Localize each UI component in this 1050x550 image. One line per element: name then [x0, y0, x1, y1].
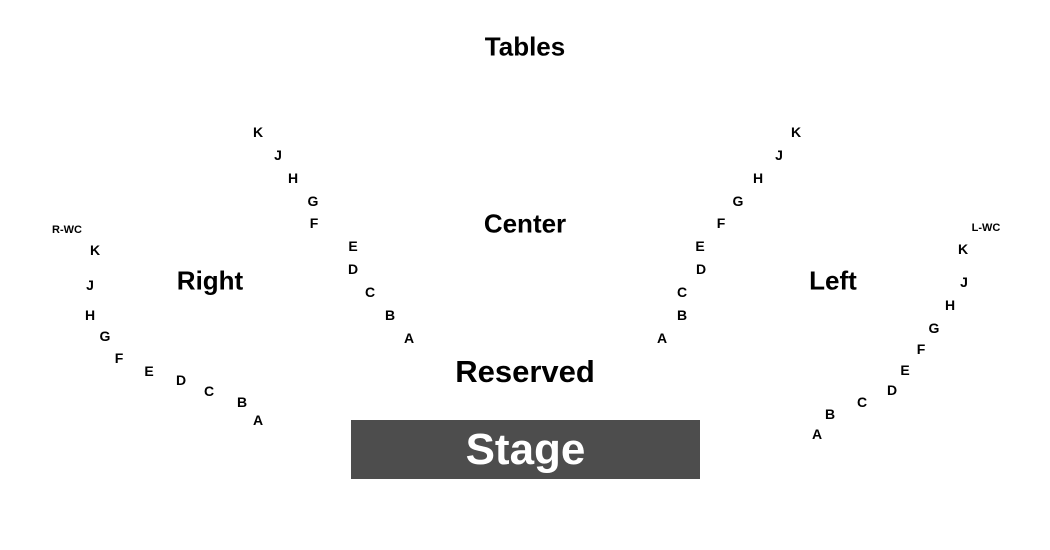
row-label-left[interactable]: C	[856, 394, 868, 410]
row-label-center-right[interactable]: D	[347, 261, 359, 277]
row-label-center-left[interactable]: K	[790, 124, 802, 140]
row-label-right[interactable]: F	[114, 350, 124, 366]
row-label-right[interactable]: G	[99, 328, 111, 344]
row-label-left[interactable]: B	[824, 406, 836, 422]
wheelchair-right-label[interactable]: R-WC	[52, 224, 82, 236]
row-label-center-right[interactable]: H	[287, 170, 299, 186]
row-label-left[interactable]: D	[886, 382, 898, 398]
row-label-center-right[interactable]: K	[252, 124, 264, 140]
row-label-right[interactable]: A	[252, 412, 264, 428]
stage-label: Stage	[465, 424, 586, 474]
row-label-right[interactable]: C	[203, 383, 215, 399]
row-label-center-right[interactable]: G	[307, 193, 319, 209]
row-label-center-left[interactable]: J	[775, 147, 783, 163]
section-left[interactable]: Left	[809, 265, 857, 296]
row-label-center-left[interactable]: E	[695, 238, 705, 254]
row-label-left[interactable]: A	[811, 426, 823, 442]
row-label-center-left[interactable]: D	[695, 261, 707, 277]
row-label-center-left[interactable]: H	[752, 170, 764, 186]
row-label-left[interactable]: G	[928, 320, 940, 336]
row-label-left[interactable]: F	[916, 341, 926, 357]
row-label-center-left[interactable]: B	[676, 307, 688, 323]
row-label-left[interactable]: K	[957, 241, 969, 257]
row-label-center-right[interactable]: J	[274, 147, 282, 163]
stage: Stage	[351, 420, 700, 479]
row-label-center-right[interactable]: F	[309, 215, 319, 231]
row-label-center-right[interactable]: A	[403, 330, 415, 346]
row-label-center-right[interactable]: C	[364, 284, 376, 300]
row-label-center-right[interactable]: B	[384, 307, 396, 323]
wheelchair-left-label[interactable]: L-WC	[971, 222, 1001, 234]
row-label-left[interactable]: J	[960, 274, 968, 290]
row-label-center-left[interactable]: G	[732, 193, 744, 209]
row-label-center-left[interactable]: A	[656, 330, 668, 346]
section-center[interactable]: Center	[483, 208, 567, 239]
row-label-center-left[interactable]: F	[716, 215, 726, 231]
row-label-right[interactable]: H	[84, 307, 96, 323]
section-tables[interactable]: Tables	[484, 31, 566, 62]
row-label-right[interactable]: B	[236, 394, 248, 410]
row-label-center-right[interactable]: E	[348, 238, 358, 254]
row-label-center-left[interactable]: C	[676, 284, 688, 300]
row-label-right[interactable]: E	[144, 363, 154, 379]
section-right[interactable]: Right	[176, 265, 244, 296]
row-label-right[interactable]: K	[89, 242, 101, 258]
row-label-right[interactable]: D	[175, 372, 187, 388]
row-label-left[interactable]: E	[900, 362, 910, 378]
section-reserved[interactable]: Reserved	[455, 354, 595, 389]
row-label-left[interactable]: H	[944, 297, 956, 313]
row-label-right[interactable]: J	[86, 277, 94, 293]
